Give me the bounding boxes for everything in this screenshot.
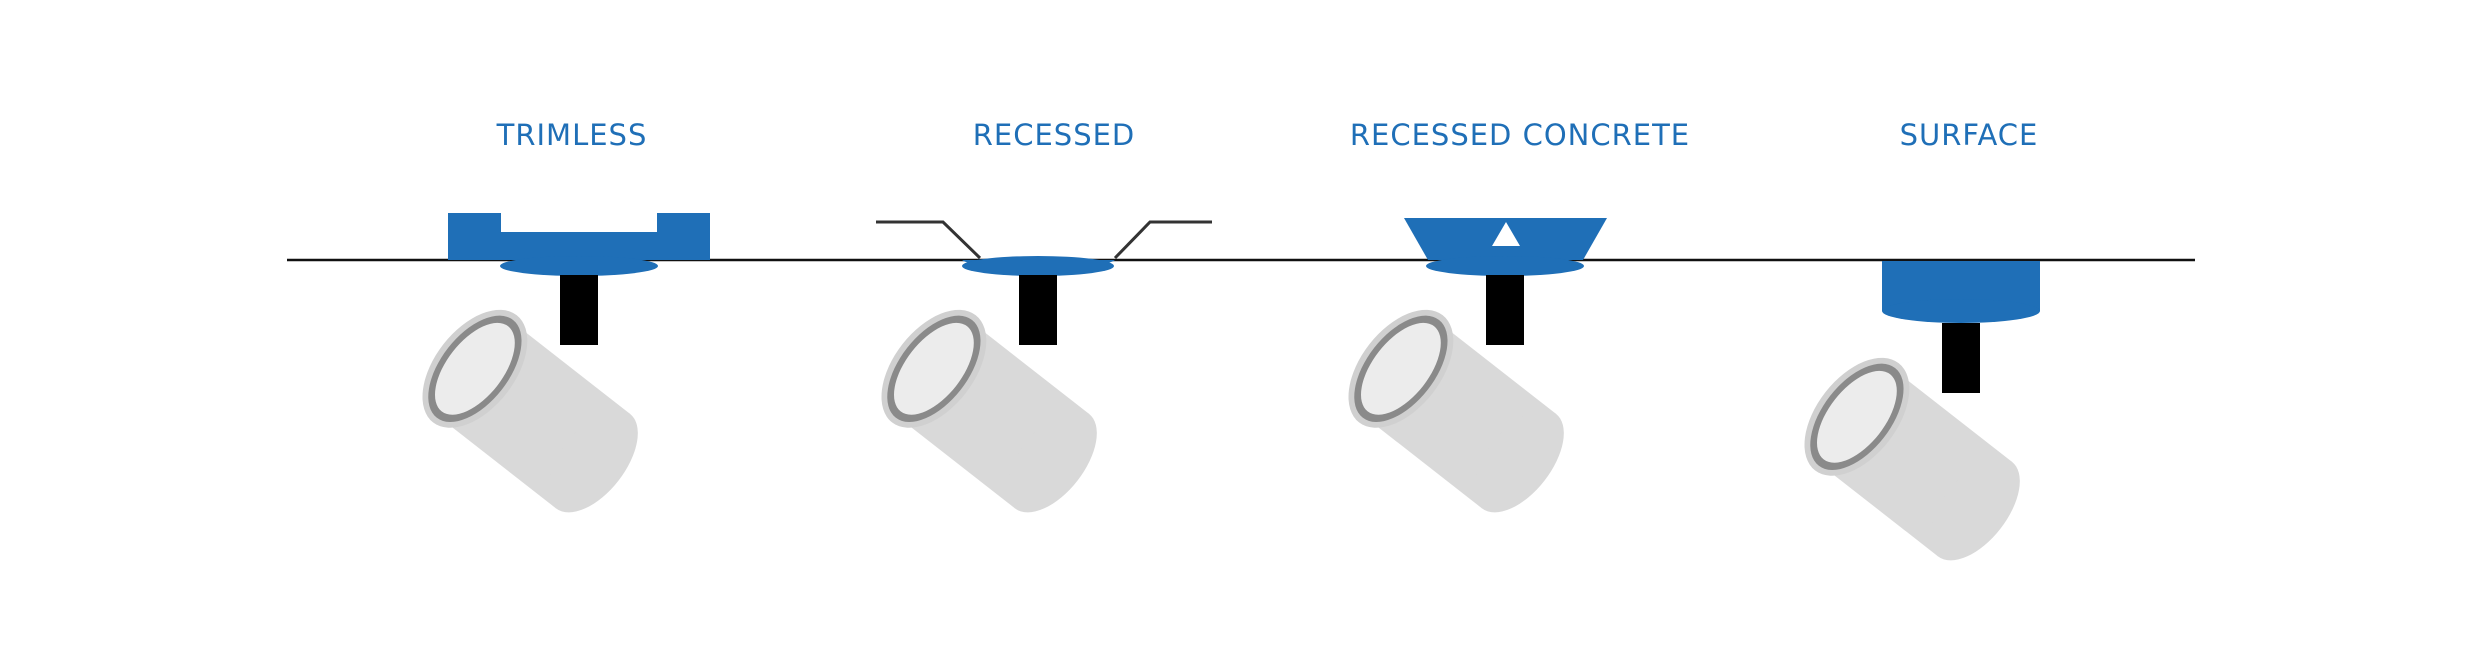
concrete-triangle-marker: [1492, 222, 1520, 246]
trimless-canopy: [500, 256, 658, 276]
trimless-flange-right: [657, 213, 710, 260]
surface-fixture: [1783, 261, 2043, 583]
surface-canopy: [1882, 299, 2040, 323]
concrete-canopy: [1426, 256, 1584, 276]
label-surface: SURFACE: [1899, 118, 2039, 152]
recessed-trim-right: [1113, 220, 1212, 260]
trimless-flange-left: [448, 213, 501, 260]
label-trimless: TRIMLESS: [496, 118, 648, 152]
recessed-fixture: [860, 220, 1212, 535]
trimless-housing: [500, 232, 658, 260]
recessed-spotlight: [860, 275, 1120, 535]
recessed-concrete-fixture: [1327, 218, 1607, 535]
label-recessed: RECESSED: [972, 118, 1136, 152]
label-recessed-concrete: RECESSED CONCRETE: [1349, 118, 1691, 152]
surface-spotlight: [1783, 323, 2043, 583]
concrete-spotlight: [1327, 275, 1587, 535]
trimless-fixture: [401, 213, 710, 535]
trimless-spotlight: [401, 275, 661, 535]
recessed-trim-left: [876, 220, 982, 260]
